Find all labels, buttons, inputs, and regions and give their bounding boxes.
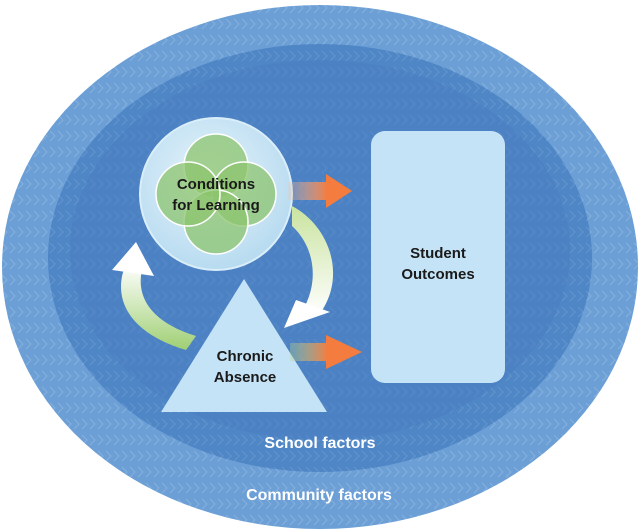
chronic-label-line2: Absence <box>214 369 277 386</box>
arrow-absence-to-conditions <box>112 242 196 350</box>
conditions-petals-icon <box>155 133 277 255</box>
community-factors-label: Community factors <box>246 487 392 504</box>
chronic-absence-triangle <box>161 279 327 412</box>
outcomes-label-line1: Student <box>410 245 466 262</box>
chronic-label-line1: Chronic <box>217 348 274 365</box>
student-outcomes-box <box>371 131 505 383</box>
conditions-label-line2: for Learning <box>172 197 260 214</box>
arrow-conditions-to-outcomes <box>288 174 352 208</box>
arrow-conditions-to-absence <box>284 206 334 328</box>
school-factors-label: School factors <box>264 435 375 452</box>
outcomes-label-line2: Outcomes <box>401 266 474 283</box>
arrow-absence-to-outcomes <box>290 335 362 369</box>
conditions-label-line1: Conditions <box>177 176 255 193</box>
